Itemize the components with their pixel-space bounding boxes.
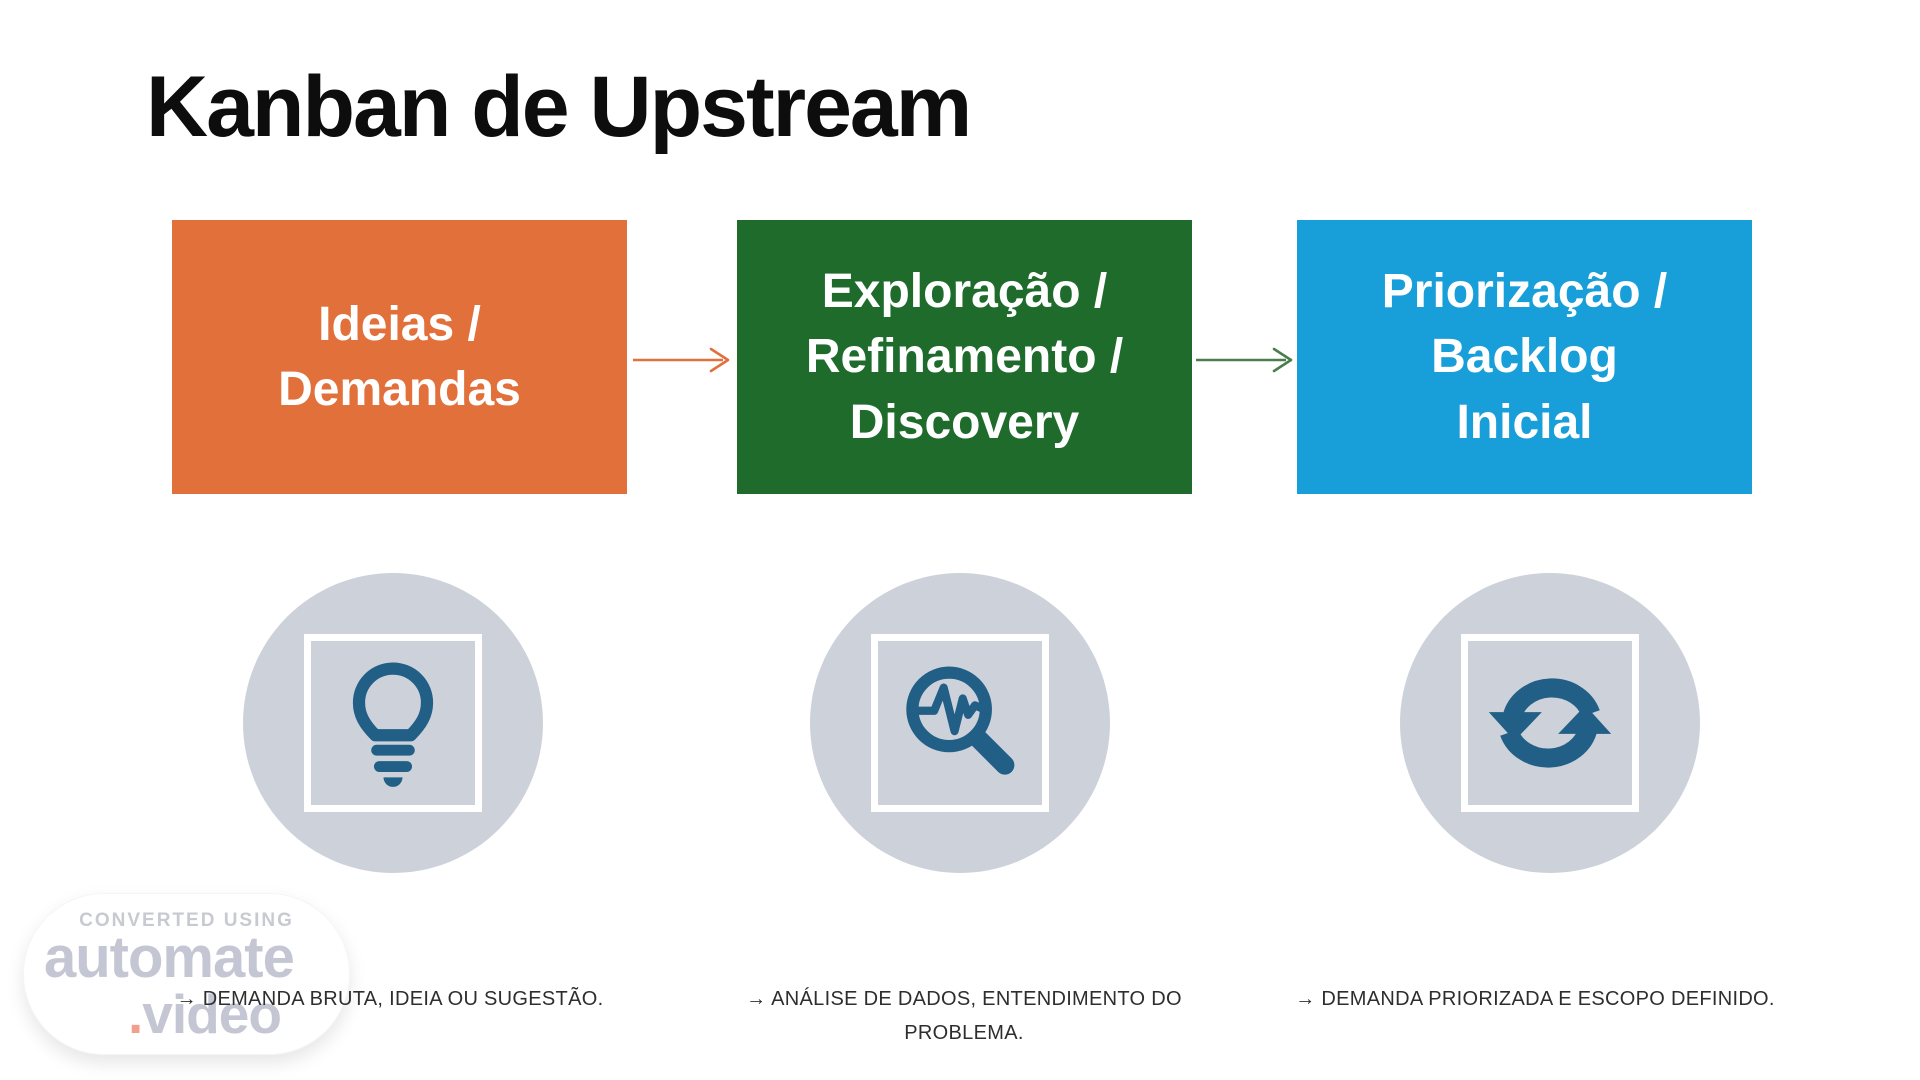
watermark-brand: automate <box>44 925 295 990</box>
sync-arrows-icon <box>1488 678 1612 768</box>
stage-box-exploracao-refinamento: Exploração / Refinamento / Discovery <box>737 220 1192 494</box>
magnifier-pulse-icon <box>906 666 1015 775</box>
page-title: Kanban de Upstream <box>146 59 972 155</box>
lightbulb-icon <box>352 662 434 787</box>
watermark-brand-video: .video <box>128 983 282 1045</box>
arrow-right-orange-icon <box>633 347 730 373</box>
stage-box-ideias-demandas: Ideias / Demandas <box>172 220 627 494</box>
stage-label-ideias-demandas: Ideias / Demandas <box>278 297 521 416</box>
stage-description-2: → ANÁLISE DE DADOS, ENTENDIMENTO DO PROB… <box>746 988 1182 1044</box>
stage-box-priorizacao-backlog: Priorização / Backlog Inicial <box>1297 220 1752 494</box>
watermark-dot: . <box>128 983 143 1045</box>
stage-icon-circle-3 <box>1400 573 1700 873</box>
icon-frame <box>304 634 482 812</box>
stage-description-3: → DEMANDA PRIORIZADA E ESCOPO DEFINIDO. <box>1295 988 1775 1010</box>
watermark-tagline: CONVERTED USING <box>79 910 294 931</box>
stage-description-1: → DEMANDA BRUTA, IDEIA OU SUGESTÃO. <box>176 988 604 1010</box>
arrow-right-green-icon <box>1196 347 1293 373</box>
watermark-badge: CONVERTED USING automate .video <box>23 893 350 1055</box>
icon-frame <box>871 634 1049 812</box>
watermark-video-text: video <box>142 983 282 1045</box>
stage-label-priorizacao-backlog: Priorização / Backlog Inicial <box>1381 265 1668 449</box>
stage-icon-circle-1 <box>243 573 543 873</box>
icon-frame <box>1461 634 1639 812</box>
stage-icon-circle-2 <box>810 573 1110 873</box>
stage-label-exploracao-refinamento: Exploração / Refinamento / Discovery <box>805 265 1124 449</box>
